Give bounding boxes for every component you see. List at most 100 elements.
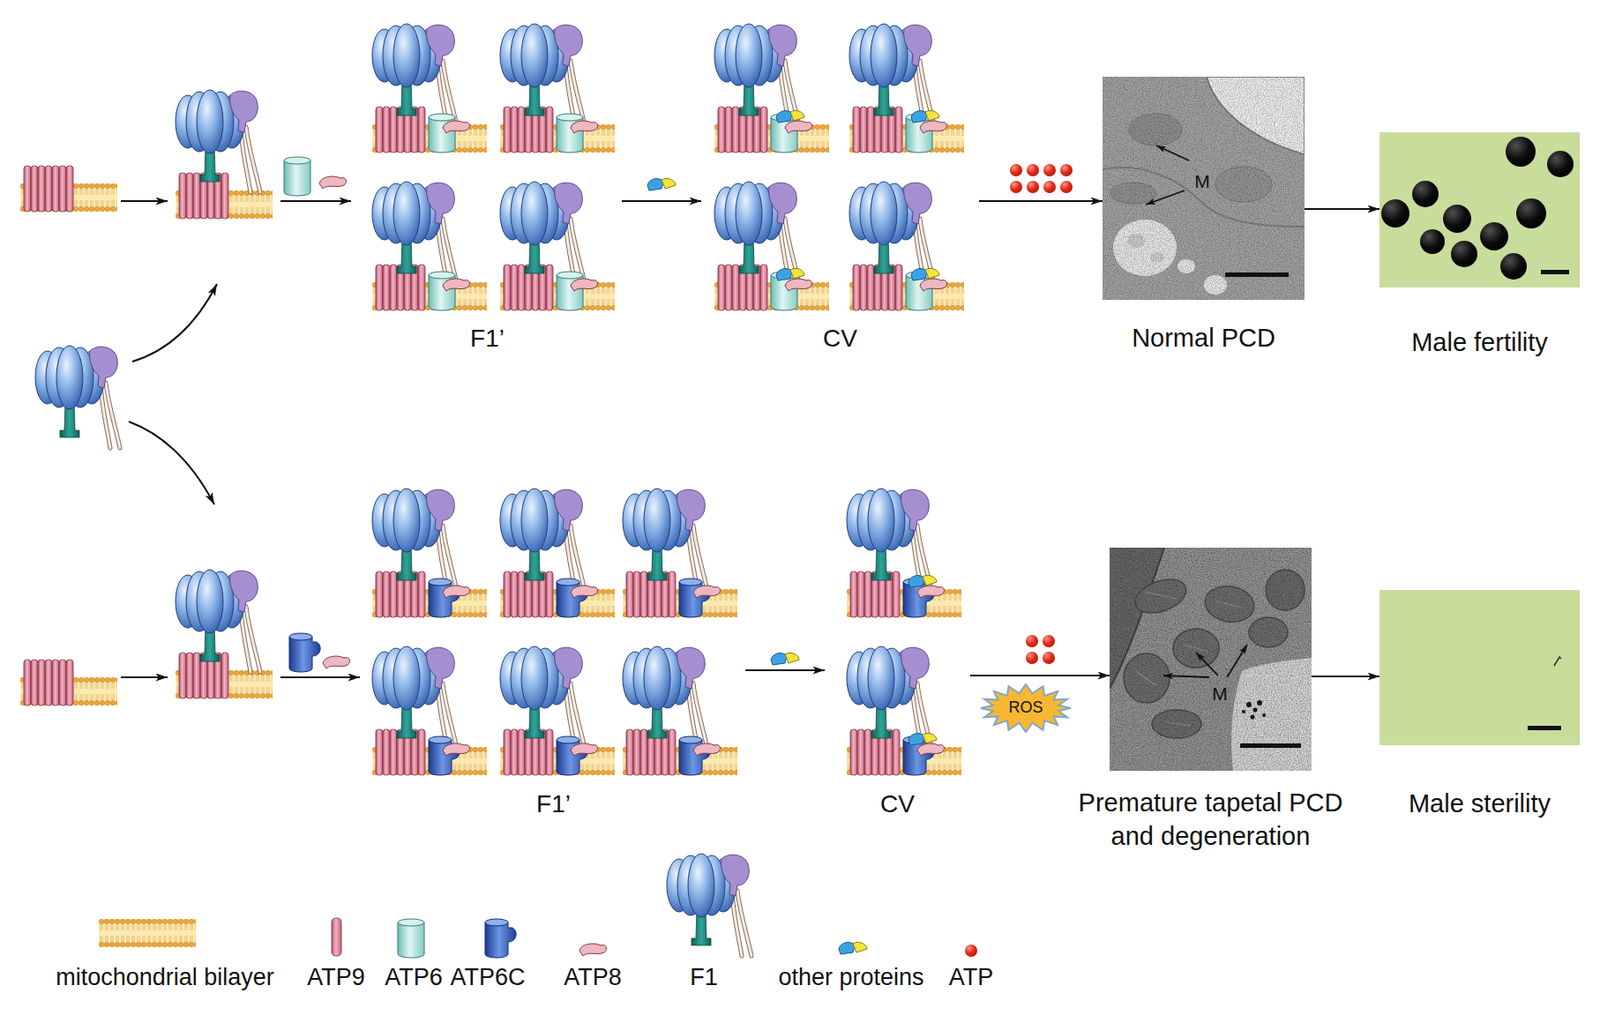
legend-icons-part xyxy=(666,853,752,957)
pollen-image-part-part xyxy=(1480,222,1509,251)
mito-label: M xyxy=(1211,683,1228,704)
panel-caption: Normal PCD xyxy=(1131,321,1276,356)
fertile-assembly-row-part xyxy=(319,176,347,189)
panel-caption: Premature tapetal PCD and degeneration xyxy=(1065,786,1357,853)
fertile-assembly-row xyxy=(20,23,1073,311)
pollen-image-part xyxy=(1379,590,1580,746)
fertile-assembly-row-part xyxy=(284,157,311,196)
fertile-assembly-row-part xyxy=(372,23,487,153)
pollen-image-part-part xyxy=(1547,150,1574,178)
fertile-assembly-row-part xyxy=(849,23,965,153)
pollen-image-part-part xyxy=(1381,199,1410,228)
sterile-assembly-row-part xyxy=(280,676,360,679)
fertile-assembly-row-part xyxy=(849,181,965,311)
legend-icons xyxy=(98,853,978,958)
pollen-image-part-part xyxy=(1500,253,1527,280)
sterile-assembly-row-part xyxy=(500,488,615,618)
complex-group: F1’ xyxy=(352,15,622,355)
group-label: F1’ xyxy=(536,788,571,821)
tem-micrograph-part-part xyxy=(1102,76,1305,300)
pollen-image-part xyxy=(1379,132,1580,288)
panel-caption: Male fertility xyxy=(1411,326,1548,360)
sterile-assembly-row-part xyxy=(846,646,962,776)
sterile-assembly-row-part xyxy=(120,676,168,679)
micrograph-panel: MPremature tapetal PCD and degeneration xyxy=(1109,547,1312,771)
tem-micrograph-part-part xyxy=(1240,743,1301,748)
free-f1 xyxy=(35,284,217,505)
pollen-image-part-part xyxy=(1554,657,1562,666)
legend-icons-part xyxy=(579,943,607,957)
pollen-image xyxy=(1379,132,1580,288)
fertile-assembly-row-part xyxy=(714,181,830,311)
fertile-assembly-row-part xyxy=(120,200,168,202)
atp-dots-part xyxy=(1026,164,1040,177)
mito-label: M xyxy=(1194,171,1211,192)
pollen-image-part-part xyxy=(1527,725,1562,731)
complex-group: F1’ xyxy=(361,480,746,821)
flow-arrow xyxy=(745,669,825,672)
panel-caption: Male sterility xyxy=(1408,787,1551,822)
tem-micrograph-part xyxy=(1156,145,1189,161)
fertile-assembly-row-part xyxy=(500,23,615,153)
atp-dots-part xyxy=(1025,635,1039,648)
atp-dots-part xyxy=(1009,180,1023,194)
legend-text: ATP9 xyxy=(306,963,366,992)
atp-dots-part xyxy=(1042,635,1055,648)
legend-text: other proteins xyxy=(777,963,924,992)
legend-icons-part xyxy=(397,919,425,958)
free-f1-part xyxy=(35,345,120,449)
fertile-assembly-row-part xyxy=(714,23,830,153)
legend-text: F1 xyxy=(689,963,718,992)
tem-micrograph-part-part xyxy=(1109,547,1312,771)
flow-arrow xyxy=(1304,208,1380,210)
legend-icons-part xyxy=(838,942,868,955)
atp-dots-part xyxy=(1043,164,1056,177)
pollen-image-part-part xyxy=(1379,590,1580,746)
tem-micrograph-part-part xyxy=(1109,547,1312,771)
pollen-panel: Male sterility xyxy=(1379,590,1580,746)
sterile-assembly-row-part xyxy=(846,488,962,618)
free-f1-part xyxy=(128,421,215,505)
sterile-assembly-row-part xyxy=(289,633,321,673)
sterile-assembly-row-part xyxy=(20,659,118,706)
micrograph-panel: MNormal PCD xyxy=(1102,76,1305,300)
tem-micrograph-part xyxy=(1109,547,1312,771)
pollen-image-part-part xyxy=(1379,132,1580,288)
legend-icons-part xyxy=(485,919,516,958)
atp-dots xyxy=(1009,164,1073,194)
atp-dots-part xyxy=(1043,180,1056,194)
sterile-assembly-row-part xyxy=(175,569,273,699)
ros-label: ROS xyxy=(1008,699,1043,718)
atp-dots-part xyxy=(1060,180,1073,194)
pollen-image-part-part xyxy=(1505,136,1536,167)
sterile-assembly-row-part xyxy=(372,646,487,776)
atp-dots-part xyxy=(1042,651,1055,665)
sterile-assembly-row-part xyxy=(622,646,738,776)
pollen-image-part-part xyxy=(1442,204,1472,233)
fertile-assembly-row-part xyxy=(500,181,615,311)
legend-text: mitochondrial bilayer xyxy=(55,963,275,992)
legend-text: ATP8 xyxy=(563,963,622,992)
fertile-assembly-row-part xyxy=(175,89,273,219)
ros-burst: ROS xyxy=(979,683,1072,733)
pollen-image xyxy=(1379,590,1580,746)
tem-micrograph-part-part xyxy=(1102,76,1305,300)
pollen-image-part-part xyxy=(1420,229,1445,255)
fertile-assembly-row-part xyxy=(280,200,352,202)
fertile-assembly-row-part xyxy=(20,165,118,212)
starburst-shape xyxy=(980,684,1071,733)
free-f1-part xyxy=(132,284,217,362)
sterile-assembly-row-part xyxy=(622,488,738,618)
pollen-panel: Male fertility xyxy=(1379,132,1580,288)
group-label: CV xyxy=(880,788,915,821)
group-label: F1’ xyxy=(470,322,505,355)
tem-micrograph-part xyxy=(1102,76,1305,300)
sterile-assembly-row xyxy=(20,488,1055,776)
tem-micrograph xyxy=(1109,547,1312,771)
sterile-assembly-row-part xyxy=(322,656,351,669)
complex-group: CV xyxy=(701,15,980,355)
flow-arrow xyxy=(1311,675,1380,678)
pollen-image-part-part xyxy=(1412,180,1439,208)
